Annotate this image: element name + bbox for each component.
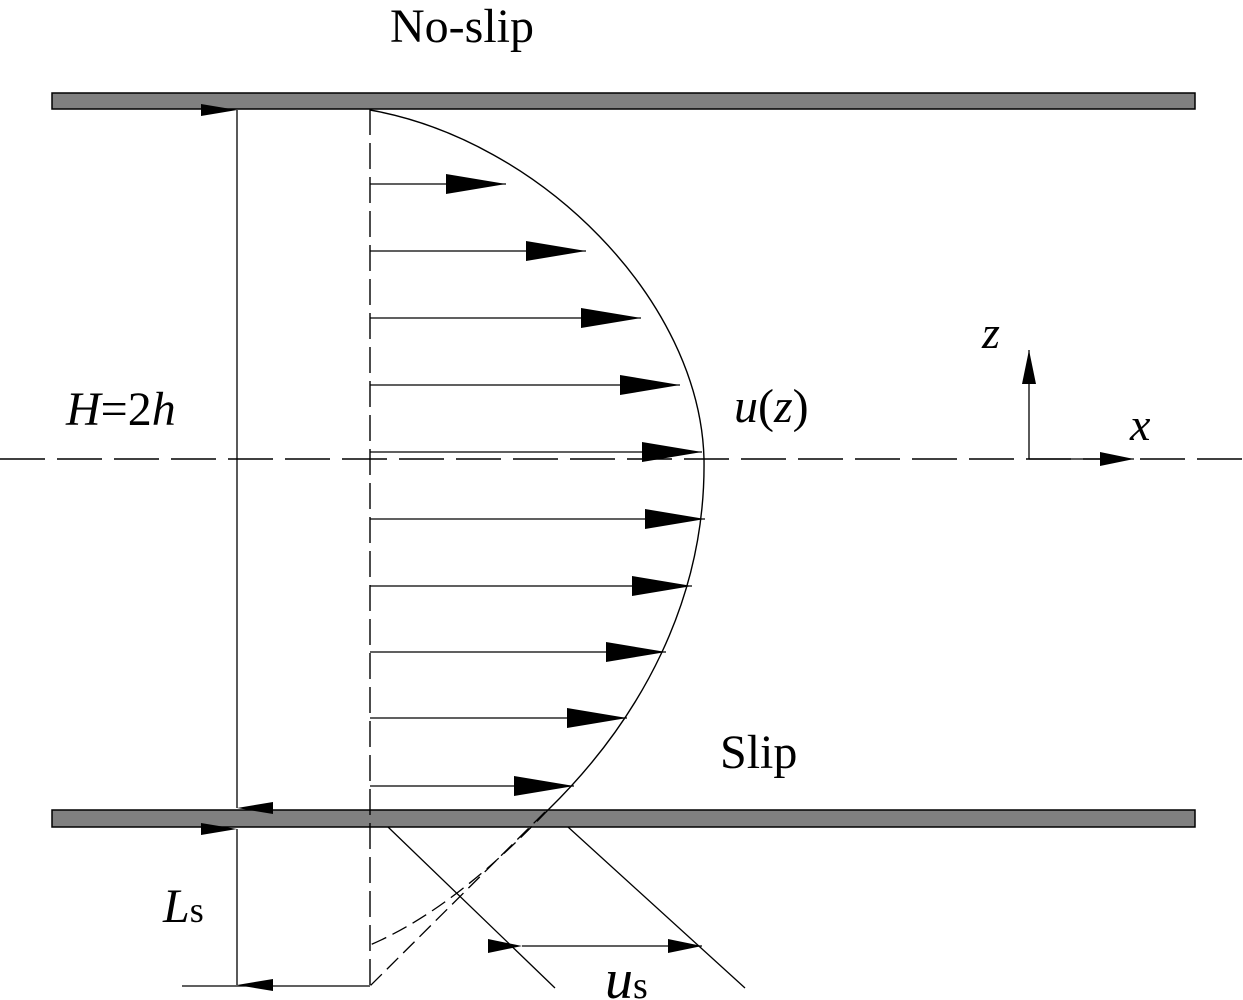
- top-wall: [51, 92, 1196, 110]
- slip-length-label: Ls: [162, 880, 204, 933]
- x-axis-label: x: [1129, 399, 1151, 450]
- velocity-arrows: [370, 174, 705, 796]
- slip-velocity-label: us: [605, 949, 648, 1000]
- height-label: H=2h: [65, 383, 176, 436]
- slip-velocity-line-right: [567, 826, 746, 989]
- slip-velocity-line-left: [387, 826, 556, 989]
- tangent-extrapolation: [369, 811, 546, 987]
- bottom-wall-label: Slip: [720, 726, 797, 779]
- bottom-wall: [51, 809, 1196, 828]
- velocity-function-label: u(z): [734, 380, 809, 433]
- top-wall-label: No-slip: [390, 0, 534, 53]
- profile-extrapolation: [369, 809, 549, 946]
- z-axis-label: z: [981, 307, 1000, 358]
- velocity-profile-curve: [369, 109, 705, 811]
